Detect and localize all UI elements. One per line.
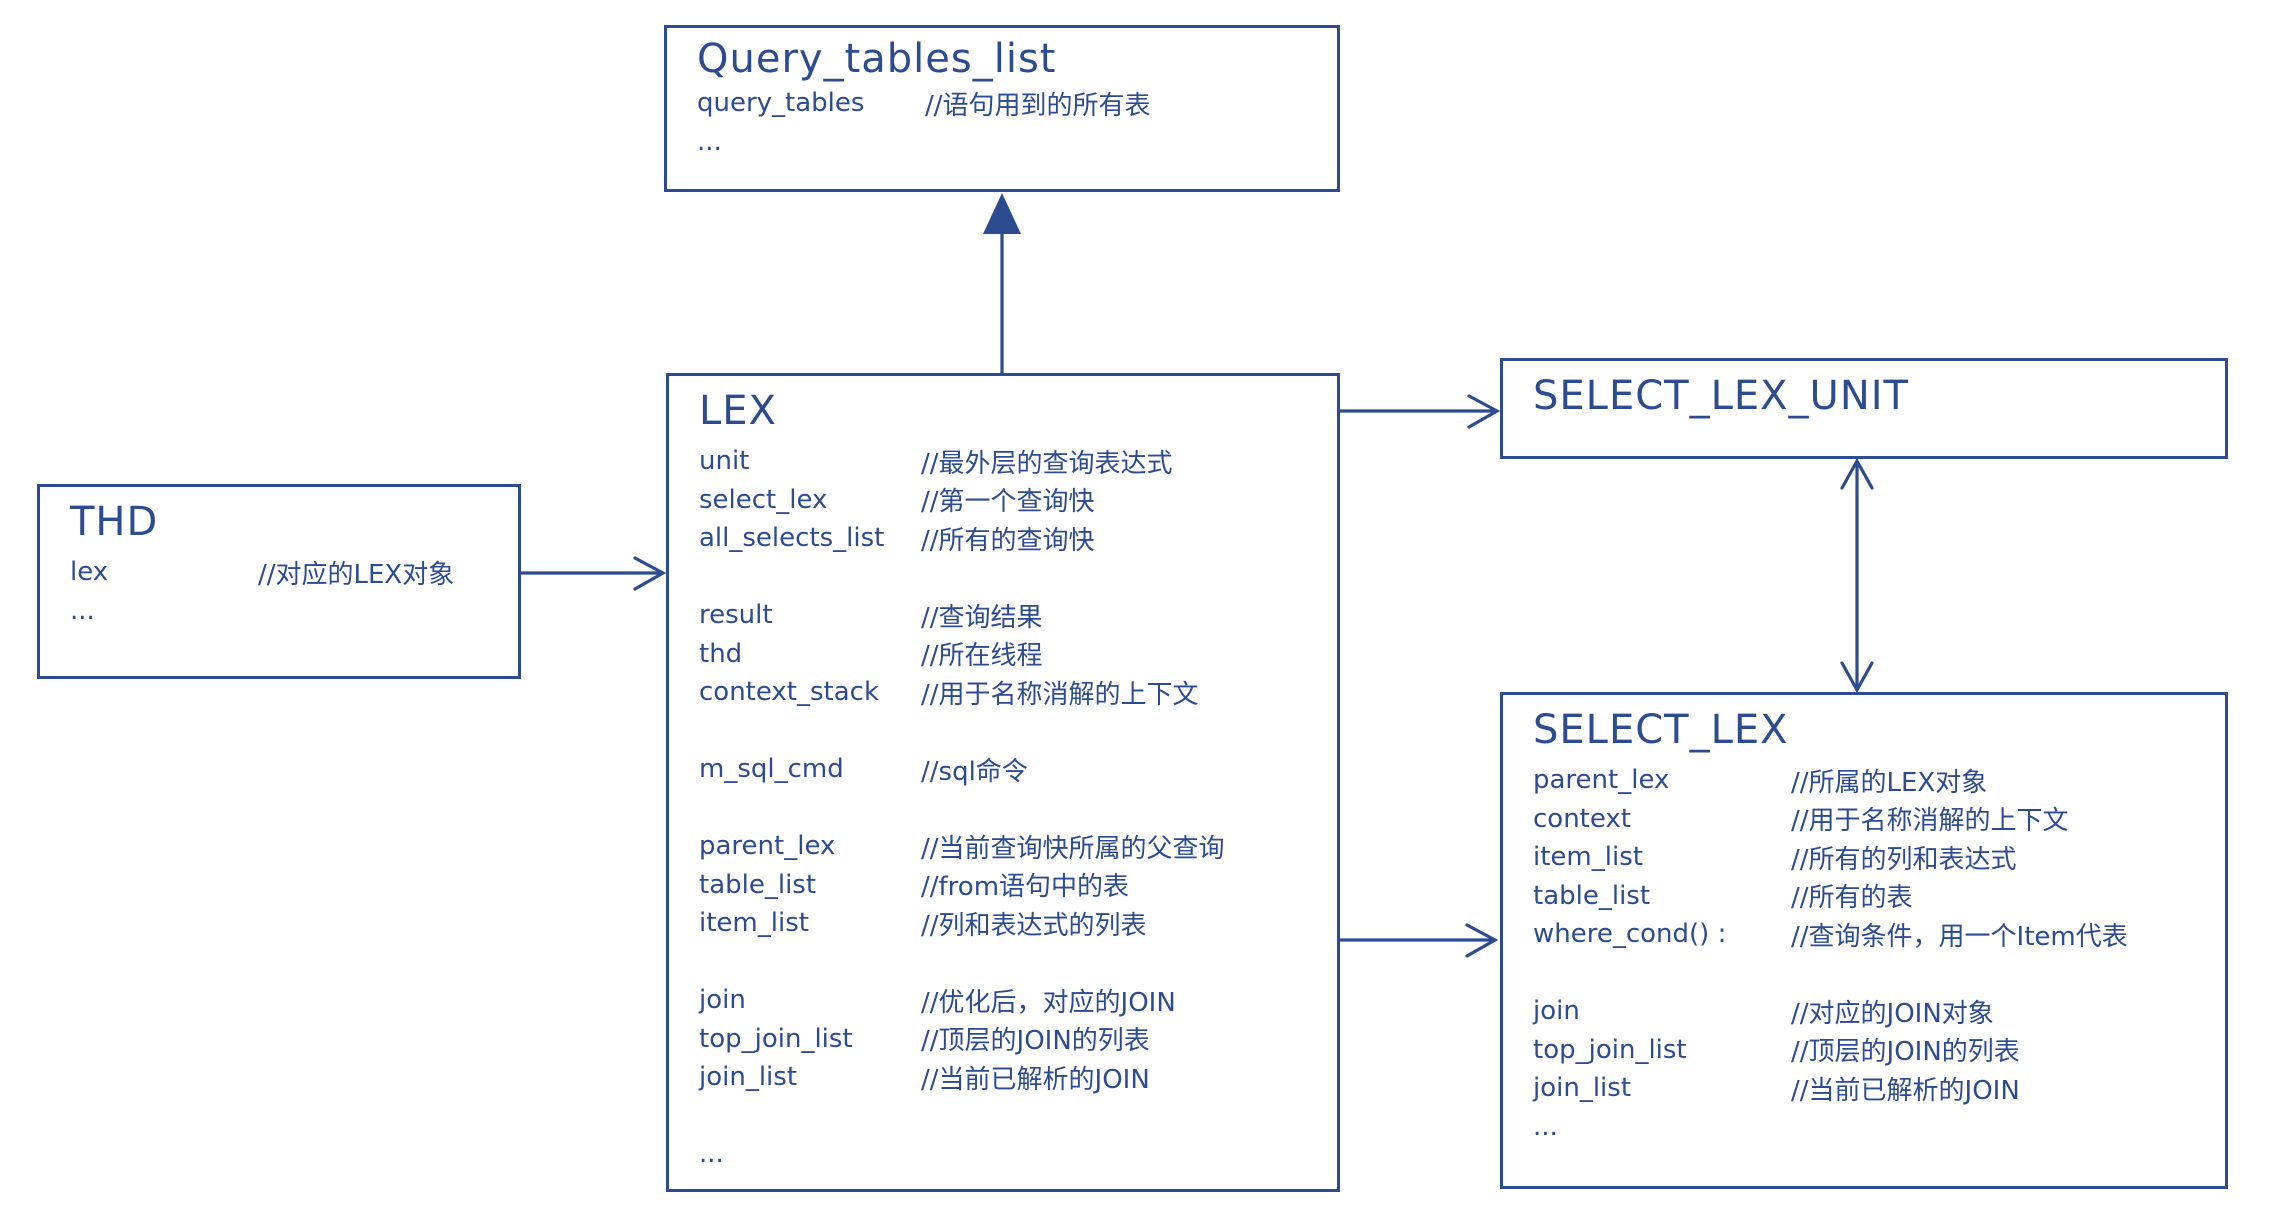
field-name: lex: [70, 557, 109, 588]
field-comment: //当前查询快所属的父查询: [921, 833, 1225, 864]
field-row: unit //最外层的查询表达式: [699, 442, 1337, 481]
arrow-lex-to-select-lex: [1338, 923, 1499, 958]
field-row: ...: [697, 123, 1337, 162]
field-row: table_list //from语句中的表: [699, 866, 1337, 905]
arrow-thd-to-lex: [519, 556, 667, 591]
field-name: item_list: [699, 908, 809, 939]
field-name: all_selects_list: [699, 523, 885, 554]
field-comment: //语句用到的所有表: [925, 90, 1151, 121]
field-name: m_sql_cmd: [699, 754, 844, 785]
field-row: parent_lex //所属的LEX对象: [1533, 761, 2225, 800]
field-row: thd //所在线程: [699, 635, 1337, 674]
field-name: ...: [70, 595, 95, 626]
query-tables-list-title: Query_tables_list: [697, 36, 1057, 82]
field-row: context_stack //用于名称消解的上下文: [699, 673, 1337, 712]
arrow-select-lex-unit-to-select-lex: [1840, 457, 1874, 694]
field-name: parent_lex: [699, 831, 836, 862]
field-row: lex //对应的LEX对象: [70, 553, 518, 592]
select-lex-title: SELECT_LEX: [1533, 707, 1789, 753]
field-name: parent_lex: [1533, 765, 1670, 796]
field-row: ...: [1533, 1108, 2225, 1147]
thd-title: THD: [70, 499, 159, 545]
field-row: top_join_list //顶层的JOIN的列表: [699, 1020, 1337, 1059]
field-name: join_list: [1533, 1073, 1632, 1104]
query-tables-list-fields: query_tables //语句用到的所有表...: [667, 84, 1337, 161]
select-lex-unit-box: SELECT_LEX_UNIT: [1500, 358, 2228, 459]
field-row: where_cond() : //查询条件，用一个Item代表: [1533, 915, 2225, 954]
field-row: join_list //当前已解析的JOIN: [699, 1058, 1337, 1097]
field-comment: //顶层的JOIN的列表: [921, 1026, 1150, 1057]
query-tables-list-box: Query_tables_list query_tables //语句用到的所有表…: [664, 25, 1340, 192]
field-comment: //所属的LEX对象: [1791, 767, 1988, 798]
field-comment: //当前已解析的JOIN: [1791, 1075, 2020, 1106]
field-row: item_list //所有的列和表达式: [1533, 838, 2225, 877]
arrow-lex-to-query-tables-list: [983, 193, 1021, 376]
field-name: ...: [699, 1139, 724, 1170]
field-comment: //from语句中的表: [921, 872, 1130, 903]
field-name: top_join_list: [699, 1023, 853, 1054]
field-comment: //对应的JOIN对象: [1791, 998, 1994, 1029]
field-row: item_list //列和表达式的列表: [699, 904, 1337, 943]
field-comment: //查询条件，用一个Item代表: [1791, 921, 2128, 952]
field-name: item_list: [1533, 842, 1643, 873]
field-name: table_list: [1533, 880, 1651, 911]
field-name: join_list: [699, 1062, 798, 1093]
thd-fields: lex //对应的LEX对象...: [40, 553, 518, 630]
field-row: ...: [70, 592, 518, 631]
field-row: query_tables //语句用到的所有表: [697, 84, 1337, 123]
field-comment: //所有的查询快: [921, 525, 1095, 556]
field-row: select_lex //第一个查询快: [699, 481, 1337, 520]
field-comment: //列和表达式的列表: [921, 910, 1147, 941]
select-lex-unit-title: SELECT_LEX_UNIT: [1533, 373, 1909, 419]
arrow-lex-to-select-lex-unit: [1338, 394, 1501, 429]
lex-title: LEX: [699, 388, 777, 434]
field-name: thd: [699, 638, 743, 669]
field-name: unit: [699, 446, 750, 477]
field-row: m_sql_cmd //sql命令: [699, 750, 1337, 789]
field-name: context: [1533, 803, 1631, 834]
select-lex-box: SELECT_LEX parent_lex //所属的LEX对象 context //…: [1500, 692, 2228, 1189]
field-comment: //所在线程: [921, 641, 1043, 672]
field-name: ...: [1533, 1111, 1558, 1142]
field-comment: //最外层的查询表达式: [921, 448, 1173, 479]
field-name: context_stack: [699, 677, 880, 708]
field-comment: //所有的列和表达式: [1791, 844, 2017, 875]
field-comment: //用于名称消解的上下文: [921, 679, 1199, 710]
field-name: select_lex: [699, 484, 828, 515]
field-comment: //用于名称消解的上下文: [1791, 806, 2069, 837]
field-row: ...: [699, 1135, 1337, 1174]
field-comment: //当前已解析的JOIN: [921, 1064, 1150, 1095]
field-name: ...: [697, 126, 722, 157]
field-name: top_join_list: [1533, 1034, 1687, 1065]
field-row: table_list //所有的表: [1533, 877, 2225, 916]
thd-box: THD lex //对应的LEX对象...: [37, 484, 521, 679]
field-row: join //对应的JOIN对象: [1533, 992, 2225, 1031]
field-row: result //查询结果: [699, 596, 1337, 635]
field-comment: //sql命令: [921, 756, 1028, 787]
field-name: where_cond() :: [1533, 919, 1727, 950]
field-comment: //查询结果: [921, 602, 1043, 633]
field-comment: //对应的LEX对象: [258, 559, 455, 590]
field-comment: //第一个查询快: [921, 487, 1095, 518]
field-row: parent_lex //当前查询快所属的父查询: [699, 827, 1337, 866]
field-comment: //优化后，对应的JOIN: [921, 987, 1176, 1018]
field-comment: //所有的表: [1791, 883, 1913, 914]
field-name: result: [699, 600, 773, 631]
field-row: all_selects_list //所有的查询快: [699, 519, 1337, 558]
field-name: table_list: [699, 869, 817, 900]
field-name: query_tables: [697, 88, 865, 119]
field-name: join: [1533, 996, 1580, 1027]
field-row: join_list //当前已解析的JOIN: [1533, 1069, 2225, 1108]
field-name: join: [699, 985, 746, 1016]
field-row: context //用于名称消解的上下文: [1533, 800, 2225, 839]
field-row: top_join_list //顶层的JOIN的列表: [1533, 1031, 2225, 1070]
field-comment: //顶层的JOIN的列表: [1791, 1037, 2020, 1068]
field-row: join //优化后，对应的JOIN: [699, 981, 1337, 1020]
